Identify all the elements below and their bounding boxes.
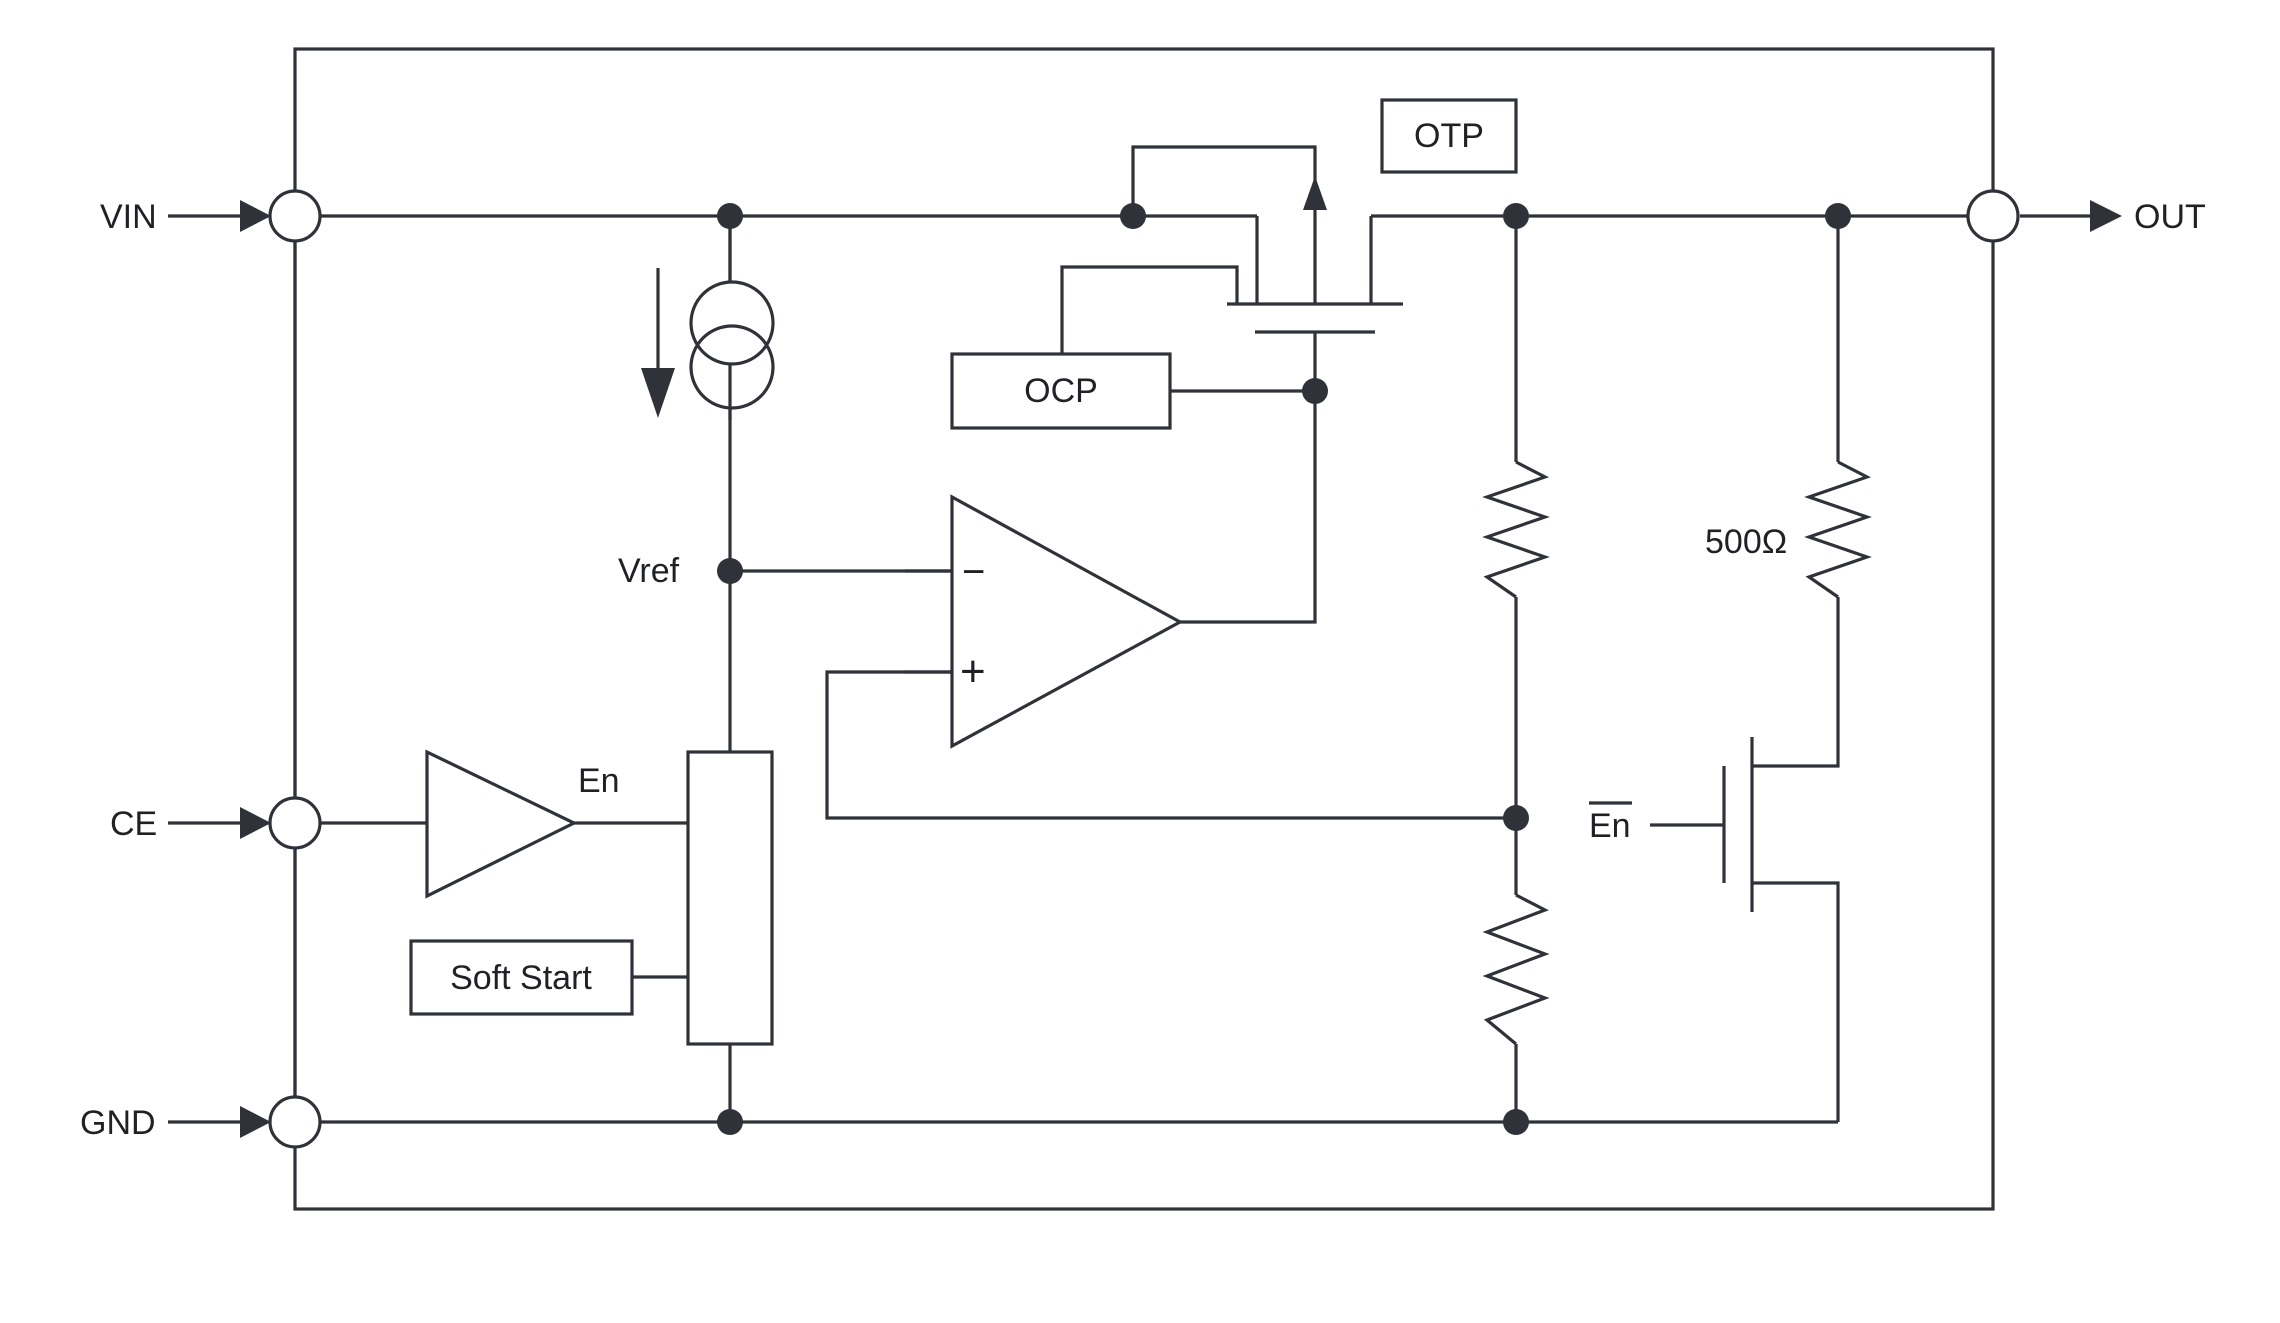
ocp-label: OCP: [1024, 372, 1098, 410]
error-amplifier: [905, 494, 1184, 749]
divider-upper-resistor: [1482, 460, 1550, 599]
vref-label: Vref: [618, 552, 680, 590]
opamp-plus-sign: +: [960, 647, 986, 696]
junction-dot: [717, 203, 743, 229]
gnd-input-arrow: [168, 1106, 271, 1138]
ce-input-arrow: [168, 807, 271, 839]
gnd-pin-label: GND: [80, 1104, 156, 1142]
enable-buffer: [425, 749, 578, 899]
otp-label: OTP: [1414, 117, 1484, 155]
opamp-minus-sign: −: [962, 550, 985, 594]
out-output-arrow: [2020, 200, 2122, 232]
soft-start-block: [409, 939, 634, 1016]
resistor-500-label: 500Ω: [1705, 523, 1787, 561]
vin-pin-label: VIN: [100, 198, 157, 236]
vin-pin: [268, 189, 322, 243]
out-pin-label: OUT: [2134, 198, 2206, 236]
enable-switch-block: [686, 750, 774, 1046]
ocp-block: [950, 352, 1172, 430]
ce-pin-label: CE: [110, 805, 157, 843]
out-pin: [1966, 189, 2020, 243]
soft-start-label: Soft Start: [450, 959, 592, 997]
bulk-loop-wire: [1131, 145, 1317, 305]
ce-pin: [268, 796, 322, 850]
otp-block: [1380, 98, 1518, 174]
gnd-pin: [268, 1095, 322, 1149]
discharge-drain-wire: [1752, 597, 1840, 768]
discharge-source-wire: [1752, 881, 1840, 1122]
junction-dot: [1503, 203, 1529, 229]
junction-dot: [1120, 203, 1146, 229]
current-direction-arrow: [641, 268, 675, 418]
junction-dot: [717, 558, 743, 584]
discharge-resistor: [1804, 460, 1872, 599]
vin-input-arrow: [168, 200, 271, 232]
feedback-wire: [825, 670, 1516, 820]
en-bar-label: En: [1589, 807, 1631, 845]
discharge-transistor: [1650, 737, 1754, 912]
junction-dot: [1825, 203, 1851, 229]
junction-dot: [1503, 1109, 1529, 1135]
current-source: [689, 216, 775, 420]
gate-drive-wire: [1180, 332, 1317, 624]
junction-dot: [1302, 378, 1328, 404]
junction-dot: [717, 1109, 743, 1135]
divider-lower-resistor: [1482, 893, 1550, 1046]
ocp-sense-wire: [1060, 265, 1239, 354]
junction-dot: [1503, 805, 1529, 831]
bulk-arrow: [1303, 176, 1327, 210]
en-label: En: [578, 762, 620, 800]
